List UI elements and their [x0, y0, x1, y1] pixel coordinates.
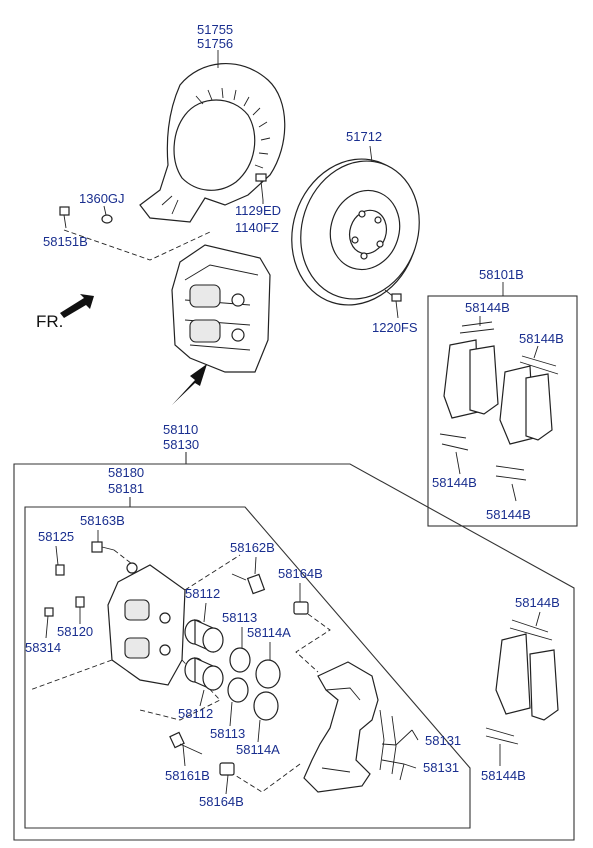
- dust-shield-drawing: [139, 62, 286, 223]
- bleeder-cap-leader: [55, 545, 59, 566]
- pad-kit-pads-drawing: [439, 321, 559, 481]
- part-label-58130: 58130: [163, 437, 199, 452]
- part-label-58164b-bottom: 58164B: [199, 794, 244, 809]
- part-label-1220fs: 1220FS: [372, 320, 418, 335]
- guide-bolt-top-drawing: [91, 541, 115, 553]
- assembly-frame: [13, 452, 575, 841]
- piston-bottom-leader: [199, 689, 205, 707]
- lower-pad-set-drawing: [485, 619, 559, 745]
- part-label-58114a-bottom: 58114A: [236, 742, 280, 757]
- part-label-58181: 58181: [108, 481, 144, 496]
- piston-top-drawing: [184, 619, 224, 653]
- bolt-cap-top-drawing: [293, 601, 309, 615]
- part-label-58125: 58125: [38, 529, 74, 544]
- part-label-58314: 58314: [25, 640, 61, 655]
- part-label-58113-top: 58113: [222, 610, 257, 625]
- part-label-1129ed: 1129ED: [235, 203, 281, 218]
- piston-top-leader: [203, 602, 207, 623]
- part-label-58144b-lower-top: 58144B: [515, 595, 560, 610]
- part-label-58164b-top: 58164B: [278, 566, 323, 581]
- part-label-58161b: 58161B: [165, 768, 210, 783]
- spring-leader-bottom: [381, 759, 417, 781]
- part-label-58120: 58120: [57, 624, 93, 639]
- guide-bolt-upper-drawing: [231, 573, 266, 595]
- boot-drawing: [253, 659, 281, 721]
- part-label-58180: 58180: [108, 465, 144, 480]
- part-label-58144b-top-left: 58144B: [465, 300, 510, 315]
- part-label-51756: 51756: [197, 36, 233, 51]
- part-label-58144b-lower-bottom: 58144B: [481, 768, 526, 783]
- front-direction-label: FR.: [36, 312, 63, 331]
- caliper-kit-frame: [24, 497, 471, 829]
- caliper-dashed-leaders: [29, 549, 241, 721]
- part-label-58163b: 58163B: [80, 513, 125, 528]
- part-label-1360gj: 1360GJ: [79, 191, 125, 206]
- part-label-51755: 51755: [197, 22, 233, 37]
- part-label-58144b-mid-right: 58144B: [486, 507, 531, 522]
- pad-clip-leader-ml: [455, 451, 461, 475]
- bleeder-cap-drawing: [55, 564, 65, 576]
- lower-clip-top-leader: [535, 611, 541, 627]
- part-label-58131-top: 58131: [425, 733, 461, 748]
- rotor-screw-drawing: [384, 289, 402, 319]
- carrier-dashed-leaders: [229, 613, 331, 793]
- pad-kit-frame: [427, 295, 578, 527]
- pad-spring-drawing: [379, 709, 397, 775]
- part-label-58112-bottom: 58112: [178, 706, 213, 721]
- caliper-assembly-drawing: [171, 244, 271, 373]
- part-label-58101b: 58101B: [479, 267, 524, 282]
- caliper-carrier-drawing: [303, 661, 379, 793]
- brake-rotor-drawing: [291, 158, 420, 306]
- piston-bottom-drawing: [184, 657, 224, 691]
- bleeder-dashed-leader: [63, 229, 211, 261]
- part-label-58112-top: 58112: [185, 586, 220, 601]
- bolt-cap-bottom-leader: [225, 774, 229, 795]
- assembly-pointer-arrow: [172, 364, 207, 405]
- part-label-1140fz: 1140FZ: [235, 220, 279, 235]
- caliper-body-drawing: [107, 562, 186, 686]
- part-label-58151b: 58151B: [43, 234, 88, 249]
- part-label-58131-bottom: 58131: [423, 760, 459, 775]
- bleeder-lower-leader-2: [45, 615, 49, 639]
- guide-bolt-lower-drawing: [169, 731, 203, 755]
- part-label-58113-bottom: 58113: [210, 726, 245, 741]
- boot-bottom-leader: [257, 719, 261, 743]
- pad-clip-leader-mr: [511, 483, 517, 502]
- seal-bottom-leader: [229, 701, 233, 727]
- part-label-58162b: 58162B: [230, 540, 275, 555]
- part-label-58110: 58110: [163, 422, 198, 437]
- shield-bolt-drawing: [255, 173, 267, 204]
- bleeder-screw-lower-drawing: [44, 596, 85, 617]
- part-label-58144b-top-right: 58144B: [519, 331, 564, 346]
- rotor-leader: [369, 145, 373, 163]
- guide-bolt-upper-leader: [254, 556, 257, 575]
- bleeder-screw-drawing: [59, 205, 113, 229]
- spring-leader-top: [381, 729, 419, 746]
- part-label-58144b-mid-left: 58144B: [432, 475, 477, 490]
- guide-bolt-lower-leader: [182, 744, 186, 767]
- part-label-51712: 51712: [346, 129, 382, 144]
- part-label-58114a-top: 58114A: [247, 625, 291, 640]
- seal-drawing: [227, 647, 251, 703]
- bolt-cap-bottom-drawing: [219, 762, 235, 776]
- pad-clip-leader-tr: [533, 345, 539, 359]
- front-arrow-icon: [60, 294, 94, 318]
